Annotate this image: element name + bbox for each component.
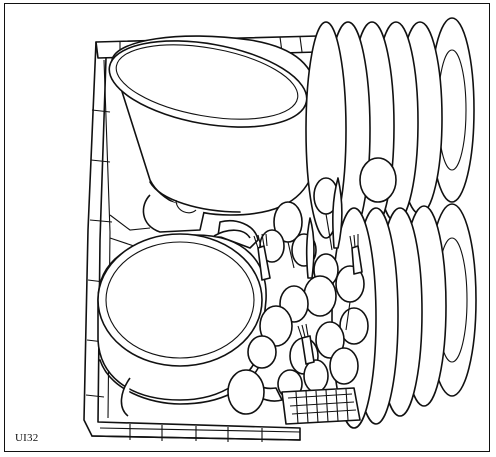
cutlery-basket — [281, 387, 361, 425]
knives — [305, 177, 343, 279]
large-pot — [108, 35, 317, 233]
forks — [253, 233, 363, 365]
figure-code-label: UI32 — [15, 432, 39, 444]
cutlery — [227, 157, 397, 425]
basket-bottom-tines — [129, 424, 263, 442]
saucepan — [97, 229, 283, 417]
